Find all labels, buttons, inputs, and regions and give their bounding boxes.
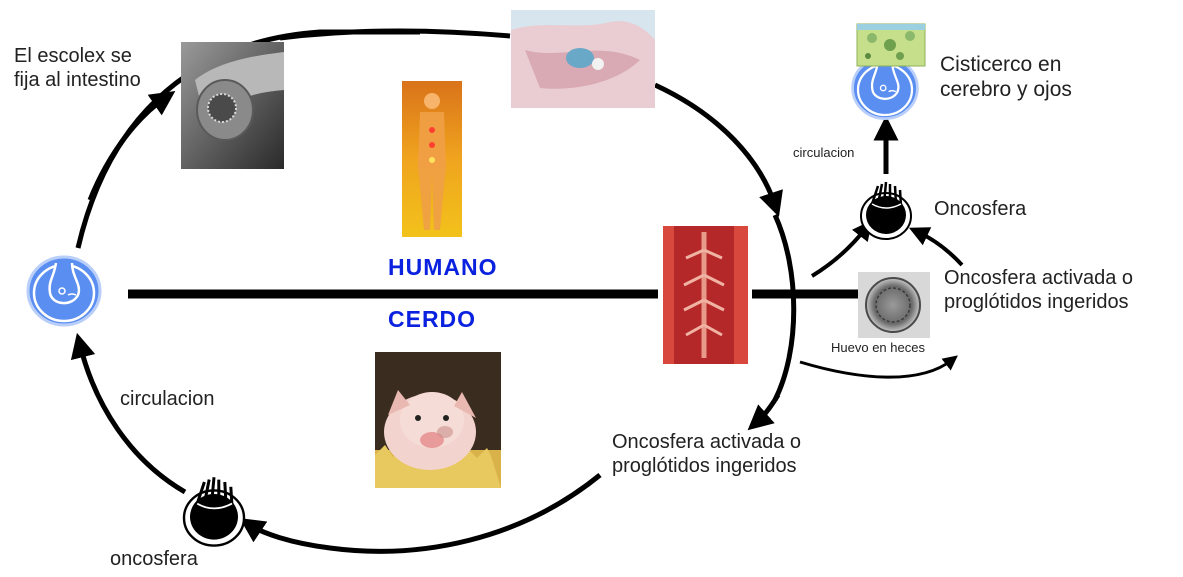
huevo-heces-label: Huevo en heces — [831, 340, 925, 356]
oncosfera-bottom-label: oncosfera — [110, 547, 198, 571]
oncosphere-icon — [861, 182, 911, 239]
brain-tissue-icon — [857, 24, 925, 66]
arrow-from-activada — [918, 232, 962, 265]
oncosfera-activada-right-line1: Oncosfera activada o — [944, 266, 1133, 290]
oncosfera-activada-right-line2: proglótidos ingeridos — [944, 290, 1133, 314]
escolex-label: El escolex se fija al intestino — [14, 44, 141, 92]
arrow-to-oncosfera-right — [812, 228, 866, 276]
oncosphere-icon — [184, 477, 244, 545]
cysticercus-icon — [28, 257, 100, 325]
cisticerco-label: Cisticerco en cerebro y ojos — [940, 52, 1072, 102]
tapeworm-photo-icon — [663, 226, 748, 364]
oncosfera-activada-bottom-line2: proglótidos ingeridos — [612, 454, 801, 478]
scolex-photo-icon — [181, 42, 284, 169]
oncosfera-activada-right-label: Oncosfera activada o proglótidos ingerid… — [944, 266, 1133, 314]
arrow-to-bottom-label — [757, 395, 778, 422]
escolex-label-line1: El escolex se — [14, 44, 141, 68]
oncosfera-right-label: Oncosfera — [934, 197, 1026, 221]
cycle-arc-right — [775, 215, 794, 400]
circulacion-top-label: circulacion — [793, 145, 854, 161]
arrow-huevo-heces — [800, 360, 952, 377]
cisticerco-label-line1: Cisticerco en — [940, 52, 1072, 77]
pig-photo-icon — [375, 352, 501, 488]
host-human-label: HUMANO — [388, 254, 498, 281]
arrow-up-left — [80, 345, 185, 492]
cysticercus-icon — [853, 57, 918, 118]
human-body-icon — [402, 81, 462, 237]
circulacion-left-label: circulacion — [120, 387, 214, 411]
cisticerco-label-line2: cerebro y ojos — [940, 77, 1072, 102]
host-pig-label: CERDO — [388, 306, 476, 333]
arrow-down-right — [655, 85, 775, 205]
intestine-photo-icon — [511, 10, 655, 108]
egg-photo-icon — [858, 272, 930, 338]
escolex-label-line2: fija al intestino — [14, 68, 141, 92]
oncosfera-activada-bottom-label: Oncosfera activada o proglótidos ingerid… — [612, 430, 801, 478]
oncosfera-activada-bottom-line1: Oncosfera activada o — [612, 430, 801, 454]
